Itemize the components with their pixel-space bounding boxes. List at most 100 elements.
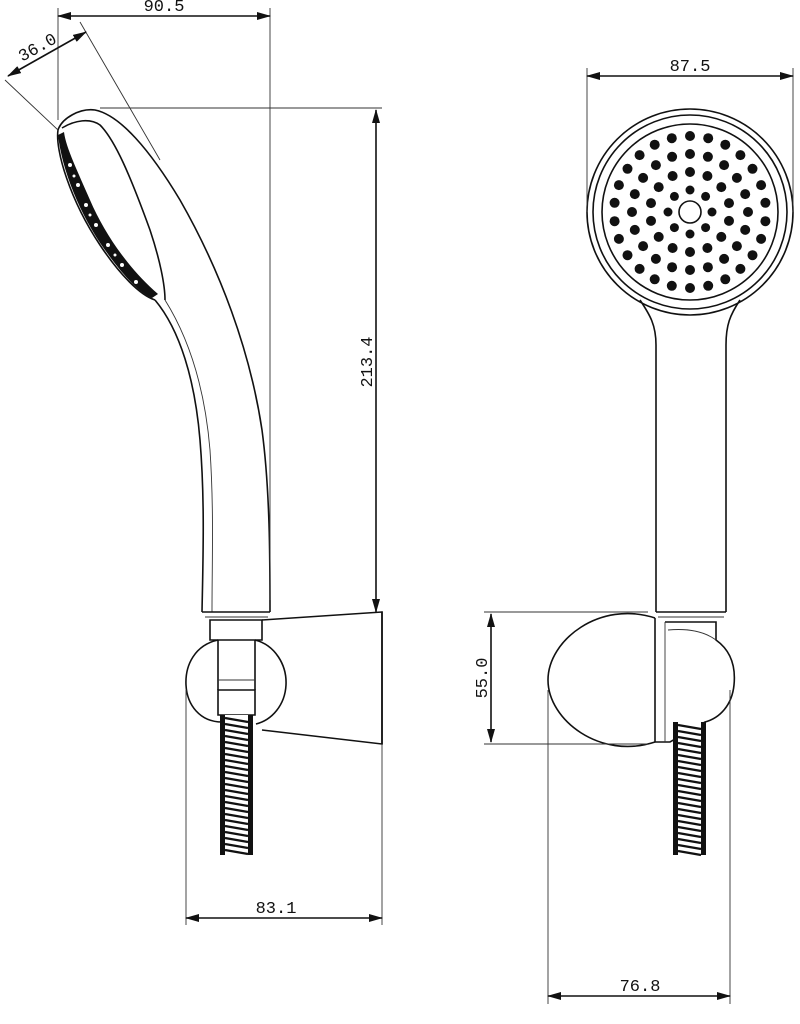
hose-coil xyxy=(677,753,702,761)
nozzle-hole xyxy=(735,263,746,274)
nozzle-hole xyxy=(707,207,717,217)
side-nozzle-dots xyxy=(68,163,138,284)
hose-coil xyxy=(677,735,702,743)
hose-coil xyxy=(224,734,249,742)
nozzle-hole xyxy=(760,216,771,227)
hose-coil xyxy=(677,819,702,827)
nozzle-hole xyxy=(653,231,664,242)
front-handle xyxy=(639,299,741,612)
nozzle-hole xyxy=(663,207,673,217)
hose-coil xyxy=(677,729,702,737)
hose-coil xyxy=(224,830,249,838)
front-head-rim xyxy=(592,114,788,310)
nozzle-hole xyxy=(719,160,730,171)
front-holder-ball xyxy=(547,612,656,748)
nozzle-hole xyxy=(716,182,727,193)
nozzle-hole xyxy=(667,262,678,273)
hose-coil xyxy=(677,843,702,851)
nozzle-hole xyxy=(646,198,656,209)
nozzle-hole xyxy=(724,215,734,226)
side-wall-bracket xyxy=(261,611,383,745)
nozzle-hole xyxy=(666,133,677,144)
nozzle-hole xyxy=(649,274,660,285)
dim-label-head-depth: 36.0 xyxy=(16,31,61,67)
nozzle-hole xyxy=(716,231,727,242)
nozzle-hole xyxy=(702,171,713,181)
side-holder-ball xyxy=(185,639,287,725)
nozzle-hole xyxy=(731,241,742,252)
nozzle-hole xyxy=(702,243,713,253)
nozzle-hole xyxy=(629,224,640,235)
nozzle-hole xyxy=(653,182,664,193)
nozzle-hole xyxy=(638,172,649,183)
hose-coil xyxy=(677,795,702,803)
side-cone-walls xyxy=(217,640,256,690)
nozzle-hole xyxy=(669,191,679,201)
nozzle-hole xyxy=(609,197,620,208)
side-head-rim xyxy=(61,119,166,301)
hose-coil xyxy=(677,849,702,857)
dim-label-head-width: 87.5 xyxy=(670,58,711,77)
nozzle-hole xyxy=(613,180,624,191)
hose-coil xyxy=(677,789,702,797)
nozzle-hole xyxy=(629,189,640,200)
dim-label-height: 213.4 xyxy=(359,336,378,387)
nozzle-hole xyxy=(702,151,713,162)
side-handle-back xyxy=(154,299,205,613)
side-cone xyxy=(209,619,263,641)
nozzle-hole xyxy=(743,207,753,217)
nozzle-hole xyxy=(740,224,751,235)
nozzle-hole xyxy=(634,150,645,161)
hose-coil xyxy=(677,723,702,731)
hose-coil xyxy=(677,825,702,833)
nozzle-hole xyxy=(667,243,678,253)
nozzle-hole xyxy=(613,233,624,244)
nozzle-hole xyxy=(720,274,731,285)
nozzle-hole xyxy=(685,149,695,159)
nozzle-hole xyxy=(650,160,661,171)
hose-coil xyxy=(224,728,249,736)
hose-coil xyxy=(224,794,249,802)
nozzle-hole xyxy=(649,139,660,150)
dim-line-36-0 xyxy=(7,31,87,77)
front-holder-clip-curve xyxy=(667,629,717,641)
nozzle-hole xyxy=(669,223,679,233)
nozzle-hole xyxy=(701,223,711,233)
hose-coil xyxy=(224,758,249,766)
hose-coil xyxy=(677,801,702,809)
nozzle-hole xyxy=(685,131,695,141)
nozzle-hole xyxy=(724,198,734,209)
nozzle-hole xyxy=(627,207,637,217)
side-head-nozzles xyxy=(58,132,158,298)
nozzle-hole xyxy=(622,163,633,174)
hose-coil xyxy=(677,765,702,773)
hose-coil xyxy=(677,747,702,755)
hose-coil xyxy=(677,831,702,839)
dim-label-top-width: 90.5 xyxy=(144,0,185,17)
hose-coil xyxy=(224,818,249,826)
side-head-top xyxy=(57,108,271,613)
side-hose xyxy=(220,715,253,856)
nozzle-hole xyxy=(646,215,656,226)
dim-label-bracket-height: 55.0 xyxy=(474,658,493,699)
hose-coil xyxy=(677,741,702,749)
nozzle-hole xyxy=(667,171,678,181)
hose-coil xyxy=(224,716,249,724)
nozzle-hole xyxy=(747,163,758,174)
nozzle-hole xyxy=(685,167,695,177)
front-hose xyxy=(673,722,706,857)
hose-coil xyxy=(224,806,249,814)
nozzle-hole xyxy=(667,151,678,162)
nozzle-hole xyxy=(735,150,746,161)
nozzle-hole xyxy=(740,189,751,200)
hose-coil xyxy=(224,788,249,796)
nozzle-hole xyxy=(666,280,677,291)
nozzle-hole xyxy=(731,172,742,183)
front-view: 87.5 55.0 76.8 xyxy=(474,58,794,1004)
hose-coil xyxy=(224,812,249,820)
nozzle-hole xyxy=(609,216,620,227)
dim-label-bracket-width: 83.1 xyxy=(256,900,297,919)
hose-coil xyxy=(224,842,249,850)
ext-line-36-right xyxy=(79,21,161,161)
nozzle-hole xyxy=(760,197,771,208)
